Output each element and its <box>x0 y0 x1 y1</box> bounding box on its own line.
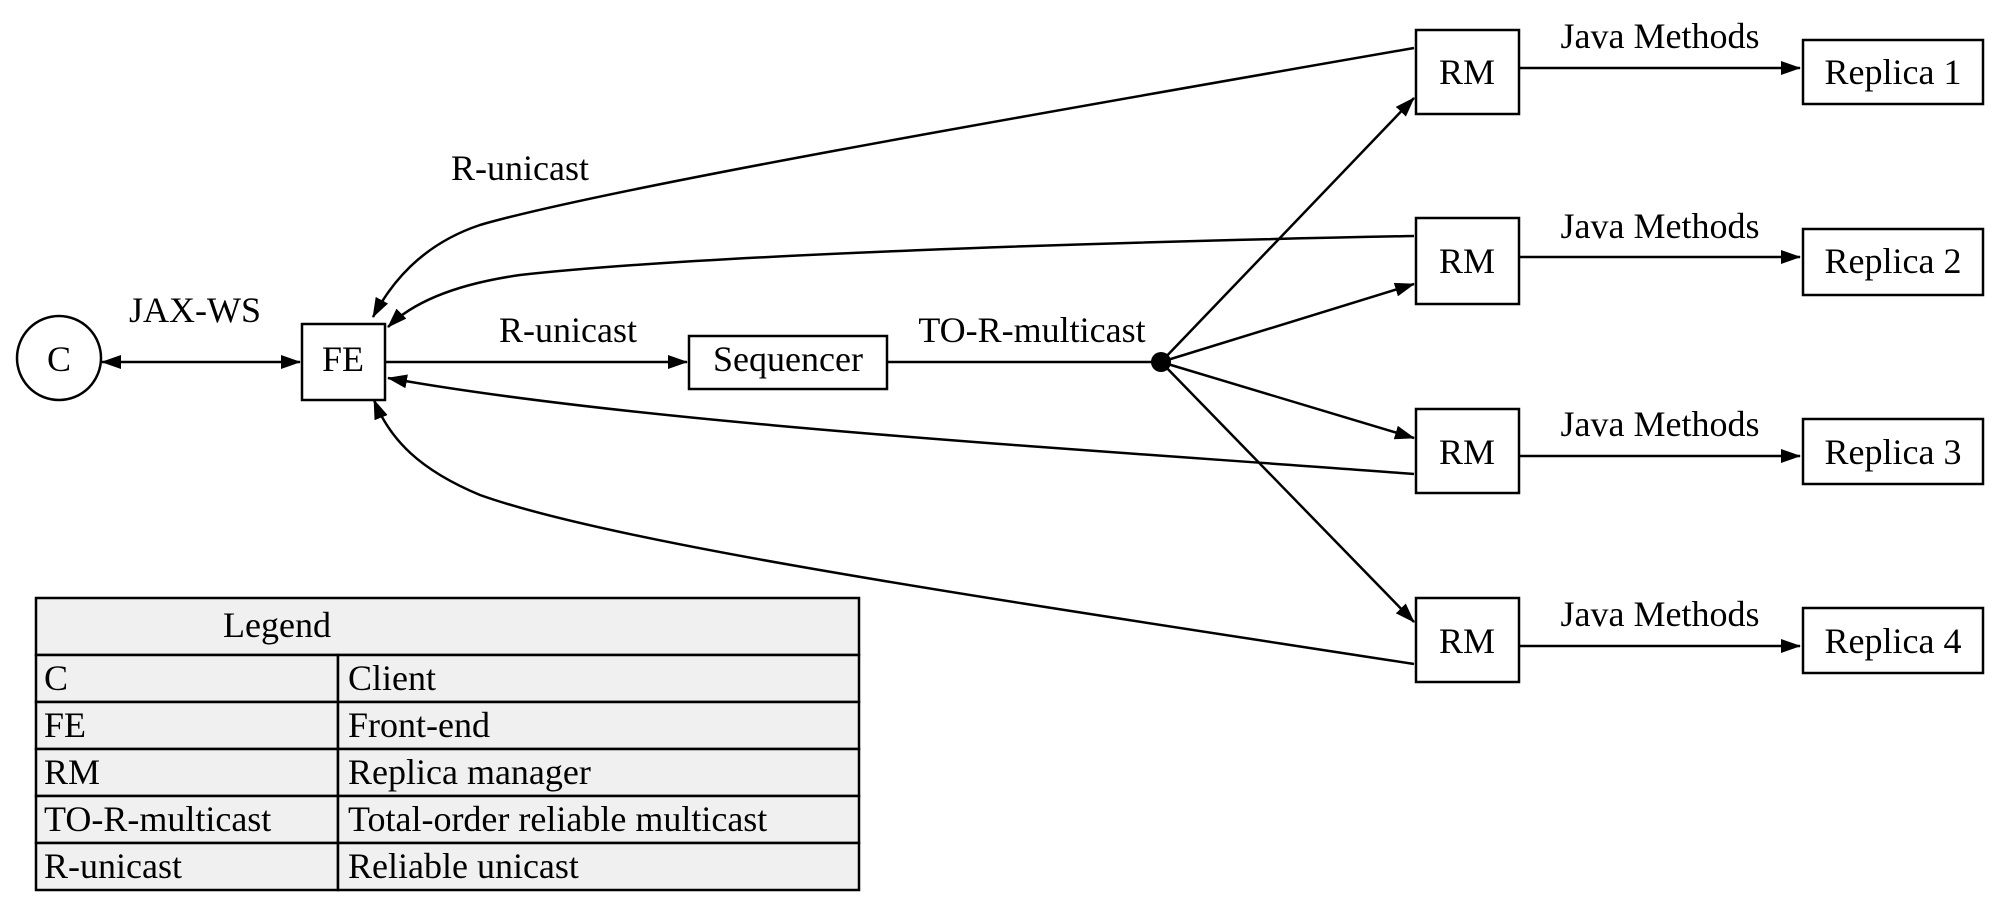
legend-term: RM <box>44 752 100 792</box>
frontend-node: FE <box>300 322 387 402</box>
replica3-node: Replica 3 <box>1801 417 1985 486</box>
multicast-rm4-edge <box>1160 361 1415 623</box>
sequencer-node: Sequencer <box>687 334 889 391</box>
legend-row: FE Front-end <box>34 700 861 751</box>
rm2-node: RM <box>1414 216 1521 306</box>
legend-term: C <box>44 658 68 698</box>
legend-title: Legend <box>223 605 331 645</box>
replica3-label: Replica 3 <box>1825 432 1962 472</box>
legend-row: C Client <box>34 653 861 704</box>
multicast-rm1-edge <box>1160 97 1415 363</box>
multicast-rm3-edge <box>1160 360 1415 440</box>
legend-meaning: Client <box>348 658 436 698</box>
rm3-node: RM <box>1414 407 1521 495</box>
to-r-multicast-label: TO-R-multicast <box>918 310 1145 350</box>
legend-row: RM Replica manager <box>34 747 861 798</box>
replica4-label: Replica 4 <box>1825 621 1962 661</box>
legend-meaning: Front-end <box>348 705 490 745</box>
rm2-label: RM <box>1439 241 1495 281</box>
legend-term: FE <box>44 705 86 745</box>
legend-row: TO-R-multicast Total-order reliable mult… <box>34 794 861 845</box>
rm4-label: RM <box>1439 621 1495 661</box>
replica1-node: Replica 1 <box>1801 38 1985 106</box>
rm1-label: RM <box>1439 52 1495 92</box>
client-label: C <box>47 339 71 379</box>
rm4-fe-edge <box>372 399 1415 666</box>
rm-fe-runicast-label: R-unicast <box>451 148 589 188</box>
replica1-label: Replica 1 <box>1825 52 1962 92</box>
replica2-node: Replica 2 <box>1801 227 1985 297</box>
legend-title-cell <box>34 596 861 657</box>
rm1-node: RM <box>1414 28 1521 116</box>
rm4-node: RM <box>1414 596 1521 684</box>
rm1-fe-edge <box>371 46 1415 318</box>
legend-meaning: Reliable unicast <box>348 846 579 886</box>
legend-meaning: Total-order reliable multicast <box>348 799 767 839</box>
legend-term: R-unicast <box>44 846 182 886</box>
rm3-label: RM <box>1439 432 1495 472</box>
rm3-fe-edge <box>387 374 1415 476</box>
rm1-replica-label: Java Methods <box>1561 16 1760 56</box>
legend-table: Legend C Client FE Front-end RM Replica … <box>34 596 861 892</box>
legend-term: TO-R-multicast <box>44 799 271 839</box>
rm4-replica-label: Java Methods <box>1561 594 1760 634</box>
jaxws-label: JAX-WS <box>129 290 261 330</box>
legend-meaning: Replica manager <box>348 752 591 792</box>
rm2-fe-edge <box>387 234 1415 328</box>
fe-sequencer-label: R-unicast <box>499 310 637 350</box>
sequencer-label: Sequencer <box>713 339 863 379</box>
replica4-node: Replica 4 <box>1801 606 1985 675</box>
frontend-label: FE <box>322 339 364 379</box>
client-node: C <box>15 314 103 402</box>
replica2-label: Replica 2 <box>1825 241 1962 281</box>
legend-row: R-unicast Reliable unicast <box>34 841 861 892</box>
rm3-replica-label: Java Methods <box>1561 404 1760 444</box>
multicast-rm2-edge <box>1160 282 1415 364</box>
rm2-replica-label: Java Methods <box>1561 206 1760 246</box>
